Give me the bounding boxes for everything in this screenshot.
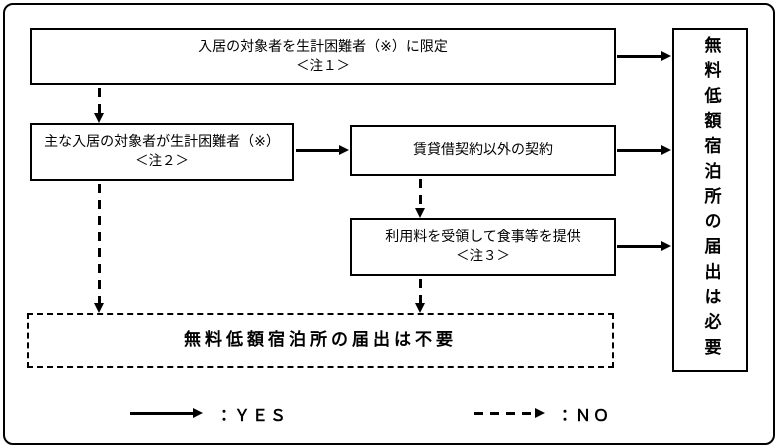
no-arrow-box2-to-not-required (94, 184, 104, 313)
yes-arrow-box1-to-required (617, 51, 671, 61)
yes-arrow-box3-to-required (617, 145, 671, 155)
legend-no-label: ：ＮＯ (557, 406, 612, 425)
box-limit-residents-note: ＜注１＞ (296, 57, 350, 74)
yes-arrow-box2-to-box3 (296, 145, 349, 155)
box-limit-residents-text: 入居の対象者を生計困難者（※）に限定 (198, 38, 448, 55)
box-required-text: 無料低額宿泊所の届出は必要 (700, 36, 721, 364)
box-fee-meals-note: ＜注３＞ (456, 248, 510, 265)
box-non-lease-contract: 賃貸借契約以外の契約 (350, 125, 616, 176)
box-non-lease-contract-text: 賃貸借契約以外の契約 (413, 142, 553, 159)
box-fee-meals-text: 利用料を受領して食事等を提供 (385, 229, 581, 246)
no-arrow-box3-to-box4 (415, 179, 425, 218)
box-not-required: 無料低額宿泊所の届出は不要 (27, 313, 614, 368)
no-arrow-box4-to-not-required (415, 279, 425, 313)
legend-yes-label: ：ＹＥＳ (216, 406, 289, 425)
box-main-residents-text: 主な入居の対象者が生計困難者（※） (44, 134, 280, 151)
box-required: 無料低額宿泊所の届出は必要 (672, 28, 748, 372)
legend-no-arrow (474, 408, 545, 418)
outer-border (3, 3, 775, 445)
box-not-required-text: 無料低額宿泊所の届出は不要 (184, 330, 457, 351)
legend-yes-arrow (130, 408, 203, 418)
box-limit-residents: 入居の対象者を生計困難者（※）に限定 ＜注１＞ (30, 28, 616, 85)
box-main-residents-note: ＜注２＞ (135, 153, 189, 170)
box-main-residents: 主な入居の対象者が生計困難者（※） ＜注２＞ (30, 123, 294, 181)
no-arrow-box1-to-box2 (94, 88, 104, 123)
box-fee-meals: 利用料を受領して食事等を提供 ＜注３＞ (350, 218, 616, 276)
yes-arrow-box4-to-required (617, 241, 671, 251)
